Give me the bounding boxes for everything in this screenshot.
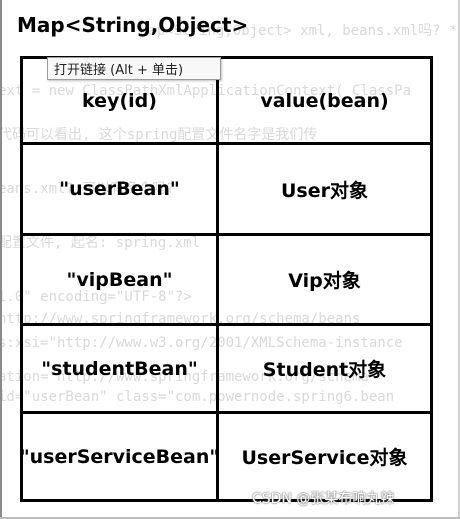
map-table	[20, 56, 433, 502]
window-right-border	[458, 0, 460, 519]
table-cell-key: "vipBean"	[66, 268, 173, 291]
row-divider	[20, 142, 433, 145]
row-divider	[20, 323, 433, 326]
table-cell-key: "studentBean"	[41, 357, 198, 380]
window-left-border	[0, 0, 2, 519]
table-cell-value: User对象	[281, 179, 368, 202]
table-cell-key: "userBean"	[59, 178, 180, 200]
table-cell-value: Student对象	[262, 359, 387, 381]
open-link-tooltip: 打开链接 (Alt + 单击)	[47, 57, 221, 80]
row-divider	[20, 411, 433, 414]
table-cell-key: "userServiceBean"	[19, 445, 220, 468]
table-cell-value-header: value(bean)	[260, 89, 389, 112]
table-cell-value: Vip对象	[288, 270, 361, 292]
map-type-heading: Map<String,Object>	[17, 13, 249, 37]
table-cell-key-header: key(id)	[82, 89, 157, 112]
row-divider	[20, 233, 433, 236]
window-bottom-border	[0, 517, 460, 519]
csdn-watermark: CSDN @张某布响丸辣	[252, 491, 395, 507]
column-divider	[216, 56, 219, 502]
table-cell-value: UserService对象	[241, 447, 408, 469]
